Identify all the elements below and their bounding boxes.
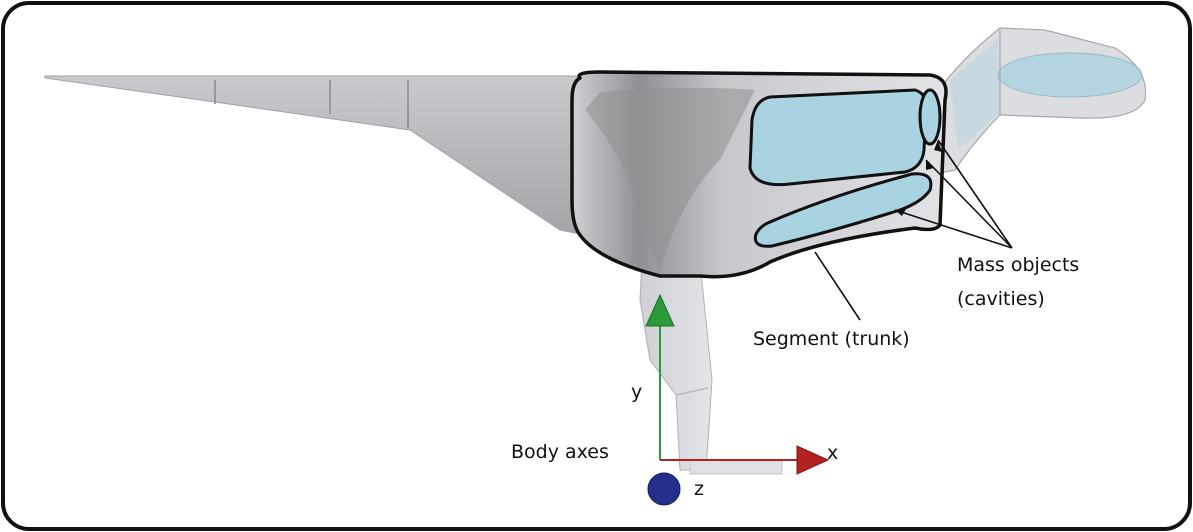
x-axis-label: x xyxy=(827,442,838,464)
small-cavity xyxy=(918,88,942,146)
x-axis-arrowhead xyxy=(796,445,830,475)
y-axis-label: y xyxy=(631,381,642,403)
mass-objects-label: Mass objects xyxy=(957,254,1079,276)
head-cavity xyxy=(997,52,1143,98)
upper-cavity xyxy=(748,88,928,187)
segment-pointer xyxy=(814,251,861,321)
trunk-segment xyxy=(570,70,948,279)
z-axis-marker xyxy=(647,472,681,506)
body-axes-label: Body axes xyxy=(511,441,609,463)
body-axes: y x z xyxy=(631,293,838,506)
y-axis-arrowhead xyxy=(645,293,675,327)
z-axis-label: z xyxy=(694,478,704,500)
head-neck-segment xyxy=(929,27,1147,176)
foot-segment xyxy=(689,459,783,475)
segment-trunk-label: Segment (trunk) xyxy=(753,328,910,350)
mass-objects-pointers xyxy=(894,139,1013,249)
cavities-label: (cavities) xyxy=(957,288,1045,310)
